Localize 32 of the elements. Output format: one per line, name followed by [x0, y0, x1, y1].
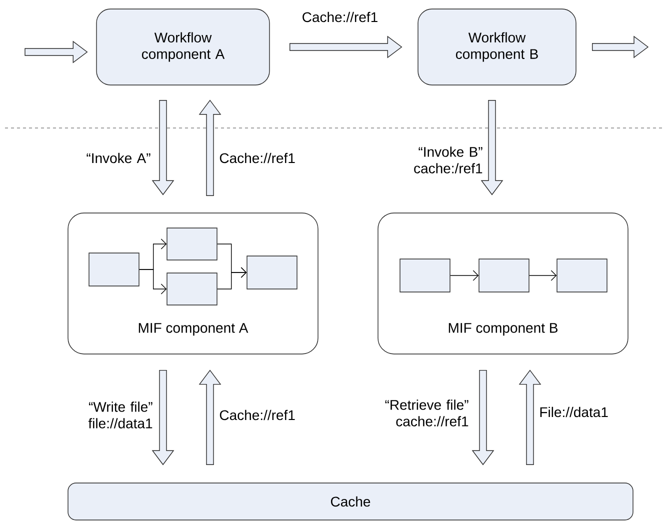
hollow-arrow: [24, 40, 88, 64]
step-box: [166, 272, 218, 306]
arrow: [217, 267, 247, 290]
hollow-arrow: [592, 36, 649, 58]
hollow-arrow: [152, 370, 174, 466]
edge-label: “Invoke A”: [86, 152, 150, 164]
hollow-arrow: [152, 100, 174, 196]
hollow-arrow: [198, 100, 222, 196]
step-box: [400, 258, 450, 292]
edge-label: Cache://ref1: [220, 410, 295, 420]
arrow: [139, 269, 167, 294]
workflow-box: Workflow component B: [418, 8, 576, 86]
edge-label: “Write file” file://data1: [88, 402, 152, 428]
edge-label: Cache://ref1: [302, 12, 378, 22]
edge-label: File://data1: [540, 406, 608, 418]
hollow-arrow: [472, 370, 494, 466]
step-box: [246, 256, 298, 290]
edge-label: “Invoke B” cache:/ref1: [414, 146, 482, 174]
step-box: [88, 252, 140, 286]
hollow-arrow: [198, 370, 222, 465]
arrow: [529, 270, 557, 281]
arrow: [450, 270, 479, 281]
hollow-arrow: [290, 36, 402, 58]
edge-label: “Retrieve file” cache://ref1: [385, 400, 468, 426]
step-box: [478, 258, 530, 292]
workflow-box: Workflow component A: [96, 8, 270, 86]
hollow-arrow: [480, 100, 504, 196]
step-box: [556, 258, 608, 292]
cache-bar: Cache: [68, 482, 634, 520]
hollow-arrow: [518, 370, 542, 465]
step-box: [166, 228, 218, 260]
edge-label: Cache://ref1: [220, 152, 295, 164]
